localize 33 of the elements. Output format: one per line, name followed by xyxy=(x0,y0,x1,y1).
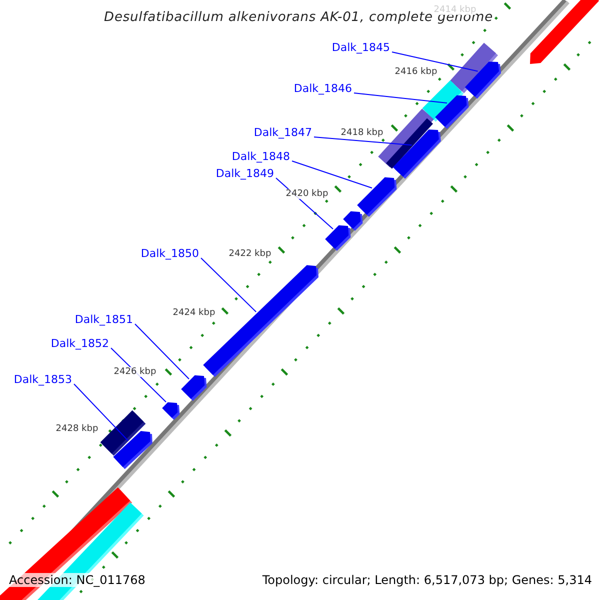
gene-feature xyxy=(392,130,441,179)
leader-line xyxy=(392,52,478,72)
gene-label: Dalk_1846 xyxy=(294,82,352,95)
scale-label: 2418 kbp xyxy=(340,128,384,138)
leader-line xyxy=(74,384,129,442)
leader-line xyxy=(134,324,190,380)
gene-label: Dalk_1853 xyxy=(14,373,72,386)
gene-label: Dalk_1845 xyxy=(332,41,390,54)
gene-label: Dalk_1848 xyxy=(232,150,290,163)
scale-label: 2424 kbp xyxy=(172,308,216,318)
gene-feature xyxy=(357,177,397,217)
gene-feature xyxy=(162,402,180,420)
scale-label: 2422 kbp xyxy=(228,249,272,259)
gene-feature xyxy=(181,375,207,401)
gene-feature xyxy=(435,95,469,129)
footer-text: Topology: circular; Length: 6,517,073 bp; Genes: 5,314 xyxy=(262,573,592,587)
gene-label: Dalk_1847 xyxy=(254,126,312,139)
gene-label: Dalk_1852 xyxy=(50,337,109,350)
gene-label: Dalk_1851 xyxy=(74,313,133,326)
leader-line xyxy=(200,258,257,312)
gene-feature xyxy=(464,62,501,99)
footer-text: Accession: NC_011768 xyxy=(9,573,146,587)
scale-label: 2426 kbp xyxy=(114,367,156,377)
gene-label: Dalk_1849 xyxy=(216,167,274,180)
leader-line xyxy=(292,160,372,188)
scale-label: 2416 kbp xyxy=(394,67,438,77)
gene-feature xyxy=(325,225,351,251)
scale-label: 2428 kbp xyxy=(56,424,98,434)
leader-line xyxy=(354,92,448,104)
gene-feature xyxy=(113,431,152,470)
gene-label: Dalk_1850 xyxy=(140,247,199,260)
leader-line xyxy=(314,136,412,146)
scale-label: 2420 kbp xyxy=(286,189,328,199)
